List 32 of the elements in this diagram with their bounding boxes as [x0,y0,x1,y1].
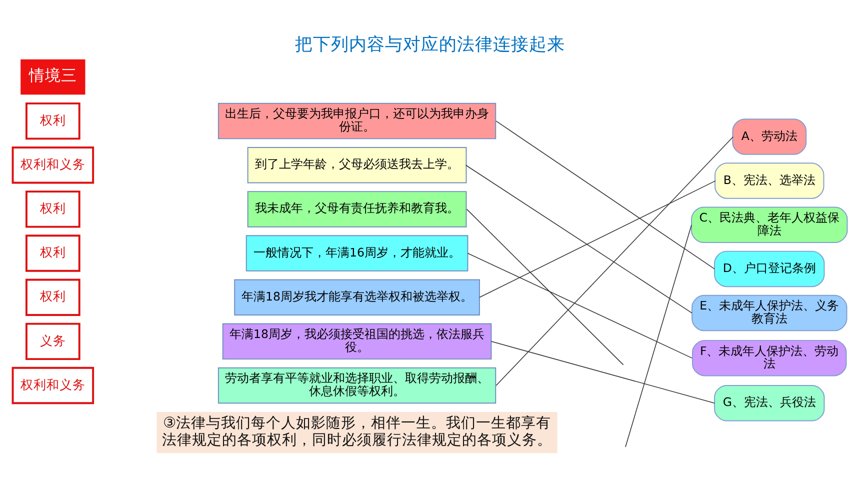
node-box: 权利 [25,190,80,228]
node-box: 一般情况下，年满16周岁，才能就业。 [246,234,468,271]
node-box: D、户口登记条例 [714,250,825,287]
node-box: G、宪法、兵役法 [714,384,825,421]
node-box: F、未成年人保护法、劳动法 [692,339,847,376]
node-box: 年满18周岁，我必须接受祖国的挑选，依法服兵役。 [222,322,492,360]
connector [496,120,715,269]
node-box: 权利 [25,234,80,272]
node-box: 权利 [25,278,80,316]
node-box: C、民法典、老年人权益保障法 [691,206,848,242]
node-box: B、宪法、选举法 [714,162,824,198]
node-box: 年满18周岁我才能享有选举权和被选举权。 [234,278,480,315]
node-box: 劳动者享有平等就业和选择职业、取得劳动报酬、休息休假等权利。 [218,366,496,404]
node-box: A、劳动法 [732,118,807,154]
node-box: 义务 [25,322,80,360]
connector [467,252,692,358]
node-box: 权利和义务 [12,366,94,404]
node-box: E、未成年人保护法、义务教育法 [692,294,848,331]
node-box: 出生后，父母要为我申报户口，还可以为我申办身份证。 [218,102,496,139]
connector [625,224,692,447]
connector [496,136,734,386]
node-box: 我未成年，父母有责任抚养和教育我。 [247,190,467,227]
diagram-title: 把下列内容与对应的法律连接起来 [295,34,565,54]
connector [479,180,716,298]
node-box: ③法律与我们每个人如影随形，相伴一生。我们一生都享有法律规定的各项权利，同时必须履行法律规定的各项义务。 [156,411,558,453]
node-box: 权利和义务 [12,146,94,184]
node-box: 到了上学年龄，父母必须送我去上学。 [247,146,467,183]
node-box: 情境三 [20,58,86,94]
connector [466,208,624,365]
connector [490,340,715,404]
connector [465,164,692,313]
node-box: 权利 [25,102,80,140]
